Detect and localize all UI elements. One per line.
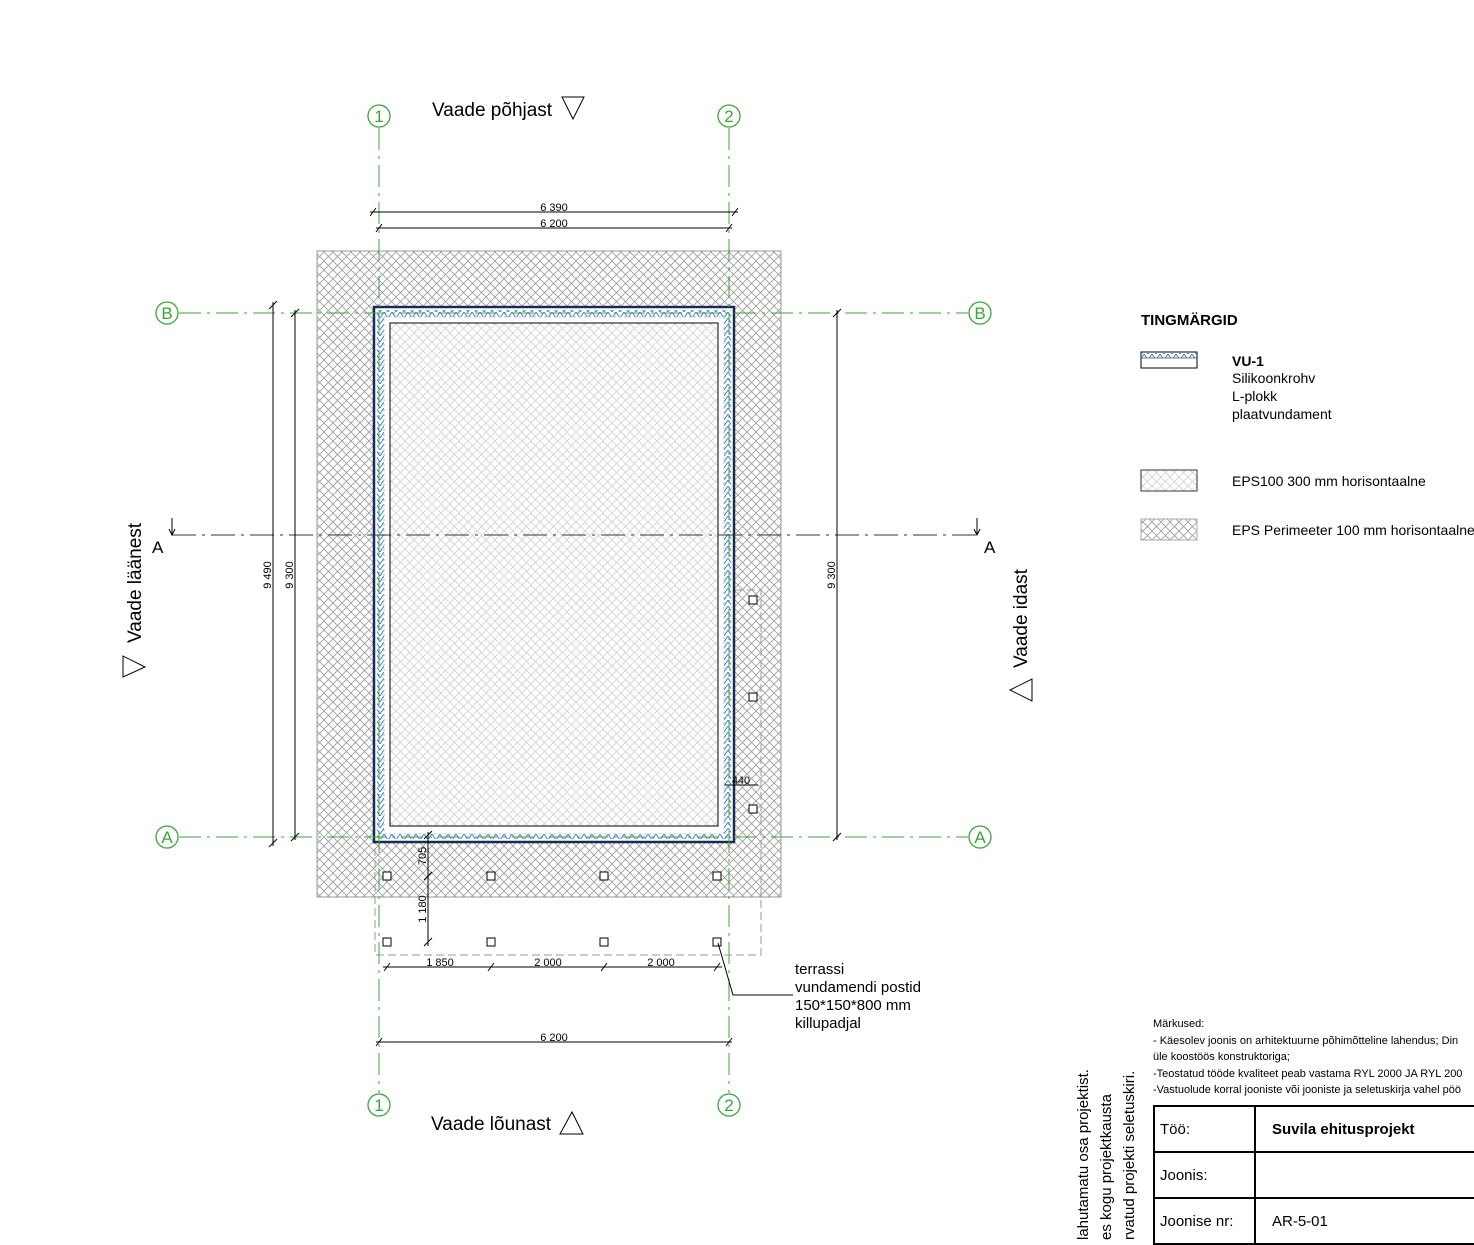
svg-text:EPS Perimeeter 100 mm horisont: EPS Perimeeter 100 mm horisontaalne [1232,522,1474,538]
note-line: -Vastuolude korral jooniste või jooniste… [1153,1084,1461,1096]
eps100-slab-area [389,322,719,827]
svg-text:6 390: 6 390 [540,202,568,214]
svg-text:vundamendi postid: vundamendi postid [795,979,921,996]
drawing-label: Joonis: [1155,1153,1256,1197]
svg-text:TINGMÄRGID: TINGMÄRGID [1141,312,1238,329]
svg-text:L-plokk: L-plokk [1232,388,1278,404]
view-label-south: Vaade lõunast [431,1114,552,1135]
work-value: Suvila ehitusprojekt [1272,1120,1415,1138]
svg-text:9 300: 9 300 [826,561,838,589]
svg-text:6 200: 6 200 [540,1032,568,1044]
terrace-post-annotation: terrassi vundamendi postid 150*150*800 m… [795,961,921,1032]
annotation-leader [717,942,793,996]
number-label: Joonise nr: [1155,1199,1256,1243]
svg-text:2: 2 [724,107,733,126]
svg-text:440: 440 [732,775,750,787]
svg-text:terrassi: terrassi [795,961,844,978]
svg-text:A: A [161,828,173,847]
terrace-posts [382,595,758,947]
side-text-line: es kogu projektkausta [1098,1094,1115,1240]
work-label: Töö: [1155,1107,1256,1151]
view-triangle-east-icon [1008,678,1033,702]
svg-text:A: A [152,538,164,557]
svg-text:2: 2 [724,1096,733,1115]
side-text-line: rvatud projekti seletuskiri. [1121,1070,1138,1240]
svg-text:killupadjal: killupadjal [795,1015,861,1032]
svg-text:1: 1 [374,1096,383,1115]
notes-title: Märkused: [1153,1018,1205,1030]
dimension-lines [268,207,842,1047]
grid-bubbles: 1 2 1 2 B B A A [155,104,992,1117]
svg-text:plaatvundament: plaatvundament [1232,406,1332,422]
svg-text:Silikoonkrohv: Silikoonkrohv [1232,370,1315,386]
section-line-a: A A [152,518,996,557]
number-value: AR-5-01 [1272,1212,1328,1230]
side-text-line: lahutamatu osa projektist. [1075,1069,1092,1240]
svg-text:B: B [974,304,985,323]
svg-text:EPS100 300 mm horisontaalne: EPS100 300 mm horisontaalne [1232,473,1426,489]
view-label-east: Vaade idast [1011,568,1032,668]
svg-text:2 000: 2 000 [534,957,562,969]
svg-text:1: 1 [374,107,383,126]
legend: TINGMÄRGID VU-1 Silikoonkrohv L-plokk pl… [1140,312,1474,541]
svg-text:705: 705 [417,847,429,865]
svg-text:VU-1: VU-1 [1232,353,1264,369]
dimension-labels: 6 390 6 200 6 200 1 850 2 000 2 000 440 … [262,202,838,1044]
svg-text:2 000: 2 000 [647,957,675,969]
view-triangle-west-icon [122,655,147,678]
note-line: -Teostatud tööde kvaliteet peab vastama … [1153,1068,1463,1080]
view-triangle-north-icon [561,96,585,121]
svg-text:1 180: 1 180 [417,895,429,923]
view-triangle-south-icon [559,1110,584,1135]
title-block: Töö: Suvila ehitusprojekt Joonis: Joonise… [1153,1105,1474,1245]
view-label-west: Vaade läänest [125,522,146,643]
svg-text:1 850: 1 850 [426,957,454,969]
svg-text:B: B [161,304,172,323]
svg-text:A: A [974,828,986,847]
svg-text:150*150*800 mm: 150*150*800 mm [795,997,911,1014]
svg-text:9 300: 9 300 [284,561,296,589]
svg-text:9 490: 9 490 [262,561,274,589]
note-line: üle koostöös konstruktoriga; [1153,1051,1290,1063]
svg-text:6 200: 6 200 [540,218,568,230]
note-line: - Käesolev joonis on arhitektuurne põhim… [1153,1035,1459,1047]
svg-text:A: A [984,538,996,557]
view-label-north: Vaade põhjast [432,100,553,121]
